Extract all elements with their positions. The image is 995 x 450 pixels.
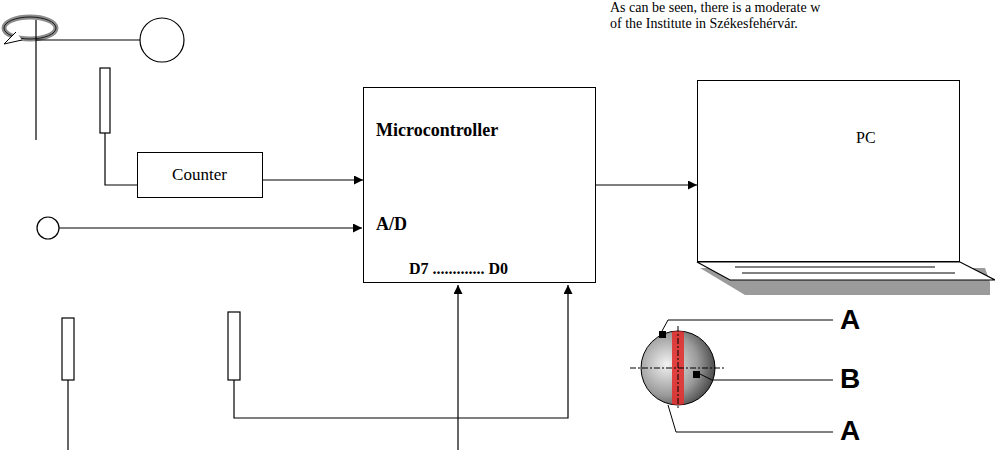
callout-letter: B bbox=[840, 364, 860, 395]
node-text: Counter bbox=[172, 165, 227, 185]
text-fragment: of the Institute in Székesfehérvár. bbox=[610, 16, 798, 31]
microcontroller-box: MicrocontrollerA/D D7 ............. D0 bbox=[363, 87, 596, 283]
anemometer bbox=[4, 17, 184, 140]
counter-box: Counter bbox=[137, 152, 263, 198]
node-text: A/D bbox=[376, 214, 407, 235]
node-text: Microcontroller bbox=[376, 120, 498, 141]
speed-sensor bbox=[100, 68, 137, 185]
node-text: PC bbox=[856, 129, 876, 147]
text-fragment: As can be seen, there is a moderate w bbox=[610, 0, 820, 15]
signal-arrow bbox=[263, 179, 363, 180]
analog-sensor bbox=[37, 217, 362, 239]
callout-letter: A bbox=[840, 416, 860, 447]
signal-arrow bbox=[596, 184, 697, 185]
digital-sensors bbox=[62, 285, 568, 450]
pc-screen: PC bbox=[697, 80, 960, 262]
sphere-sensor bbox=[630, 320, 833, 432]
callout-letter: A bbox=[840, 305, 860, 336]
node-text: D7 ............. D0 bbox=[409, 260, 508, 278]
